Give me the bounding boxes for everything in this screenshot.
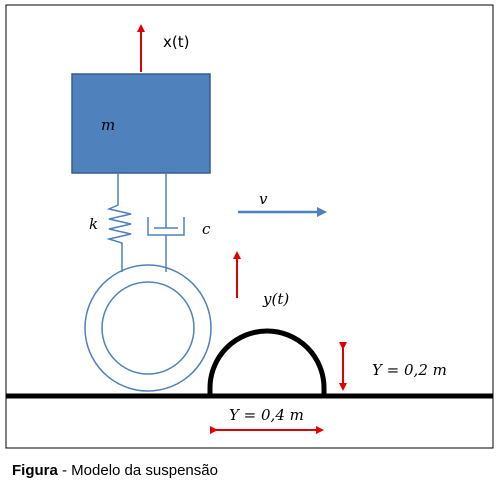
mass-label: m [101,116,115,134]
bump-height-label: Y = 0,2 m [372,361,447,379]
damping-label: c [202,220,211,238]
figure-caption: Figura - Modelo da suspensão [12,462,218,479]
spring-constant-label: k [89,215,98,233]
road-bump [207,328,327,396]
y-label: y(t) [262,290,289,308]
figure-frame [5,4,494,449]
spring [106,173,132,272]
x-label: x(t) [163,33,189,51]
damper [147,173,185,272]
caption-text: - Modelo da suspensão [57,462,218,479]
wheel [84,264,212,392]
velocity-label: v [259,190,268,208]
mass-block [71,73,211,174]
caption-prefix: Figura [12,462,58,479]
bump-width-label: Y = 0,4 m [229,406,304,424]
